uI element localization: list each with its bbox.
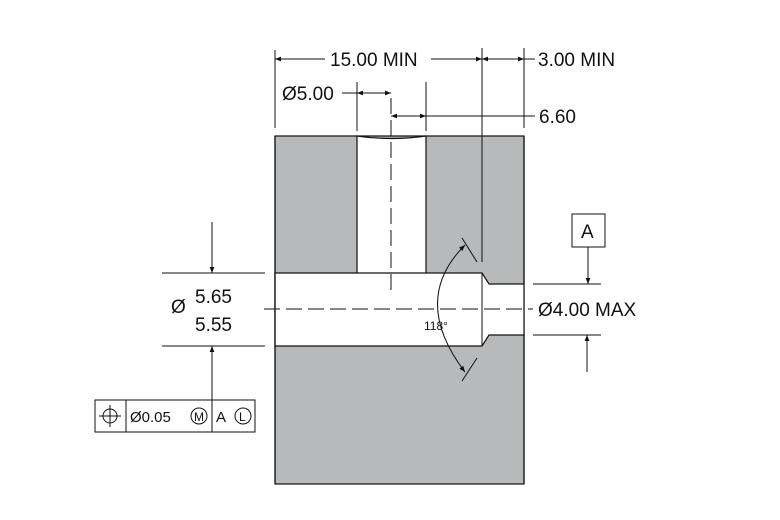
vertical-hole-diameter-dim: Ø5.00 bbox=[282, 84, 334, 105]
fcf-lmc-modifier: L bbox=[239, 410, 246, 424]
datum-label: A bbox=[581, 222, 594, 243]
small-hole-diameter-dim: Ø4.00 MAX bbox=[538, 300, 637, 321]
centerlines bbox=[264, 98, 533, 310]
diameter-symbol: Ø bbox=[171, 297, 186, 318]
lmc-circle-icon bbox=[234, 407, 252, 425]
mmc-circle-icon bbox=[190, 407, 208, 425]
part-section bbox=[274, 135, 525, 485]
dimension-lines bbox=[162, 48, 601, 400]
cross-hole-lower-limit: 5.55 bbox=[195, 315, 232, 336]
datum-feature-a: A bbox=[571, 213, 606, 248]
fcf-mmc-modifier: M bbox=[194, 410, 204, 424]
fcf-datum: A bbox=[216, 409, 226, 426]
vertical-hole-position-dim: 6.60 bbox=[539, 107, 576, 128]
fcf-tolerance: Ø0.05 bbox=[130, 409, 171, 426]
end-length-dim: 3.00 MIN bbox=[538, 50, 615, 71]
cross-hole-upper-limit: 5.65 bbox=[195, 287, 232, 308]
overall-length-dim: 15.00 MIN bbox=[330, 50, 418, 71]
feature-control-frame bbox=[94, 399, 256, 433]
drill-angle-dim: 118° bbox=[424, 319, 448, 333]
position-icon bbox=[99, 405, 121, 427]
